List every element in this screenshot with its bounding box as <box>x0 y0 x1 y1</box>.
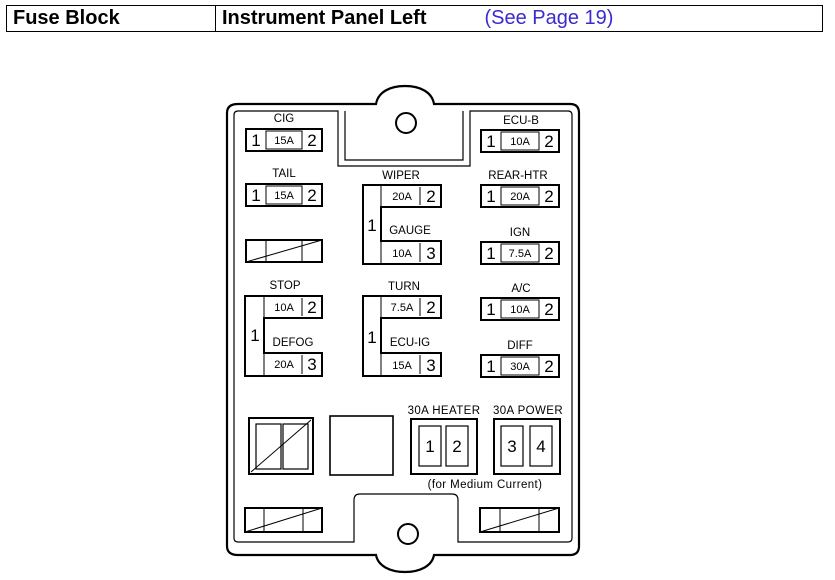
fuse-amperage: 20A <box>274 359 294 371</box>
fuse-amperage: 15A <box>274 190 294 202</box>
top-mounting-hole <box>395 112 417 134</box>
pin-number: 2 <box>544 357 553 376</box>
pin-number: 3 <box>507 437 516 456</box>
pin-number: 2 <box>544 300 553 319</box>
fuse-block-outline <box>225 84 581 574</box>
pin-number: 2 <box>426 298 435 317</box>
fuse-label: ECU-B <box>503 115 539 127</box>
empty-relay-slot <box>248 417 314 475</box>
blank-slot <box>329 415 394 476</box>
fuse-amperage: 10A <box>392 248 412 260</box>
pin-number: 1 <box>486 132 495 151</box>
fuse-30a-heater[interactable]: 30A HEATER 1 2 <box>408 405 481 475</box>
fuse-label: A/C <box>511 283 530 295</box>
pin-number: 3 <box>426 356 435 375</box>
pin-number: 2 <box>426 187 435 206</box>
pin-number: 2 <box>307 298 316 317</box>
pin-number: 1 <box>250 326 259 345</box>
fuse-label-stop: STOP <box>269 280 300 292</box>
pin-number: 1 <box>486 300 495 319</box>
fuse-amperage: 10A <box>510 136 530 148</box>
pin-number: 1 <box>486 244 495 263</box>
fuse-ign[interactable]: IGN 1 7.5A 2 <box>480 227 560 265</box>
fuse-ecu-b[interactable]: ECU-B 1 10A 2 <box>480 115 560 153</box>
page-reference-link[interactable]: (See Page 19) <box>484 7 614 29</box>
component-title: Fuse Block <box>7 6 216 31</box>
fuse-label-defog: DEFOG <box>273 337 314 349</box>
bottom-mounting-hole <box>397 523 419 545</box>
fuse-label: 30A HEATER <box>408 405 481 417</box>
fuse-label-ecu-ig: ECU-IG <box>390 337 430 349</box>
fuse-wiper-gauge[interactable]: WIPER 1 20A 2 GAUGE 10A 3 <box>362 170 442 265</box>
pin-number: 1 <box>486 357 495 376</box>
empty-fuse-slot <box>479 507 560 533</box>
pin-number: 1 <box>251 131 260 150</box>
fuse-label: CIG <box>274 113 295 125</box>
pin-number: 2 <box>544 244 553 263</box>
fuse-amperage: 20A <box>510 191 530 203</box>
fuse-tail[interactable]: TAIL 1 15A 2 <box>245 168 323 207</box>
fuse-rear-htr[interactable]: REAR-HTR 1 20A 2 <box>480 170 560 208</box>
fuse-block-inner-outline <box>233 110 573 543</box>
fuse-label: TAIL <box>272 168 296 180</box>
medium-current-note: (for Medium Current) <box>428 479 543 491</box>
pin-number: 1 <box>367 328 376 347</box>
fuse-amperage: 20A <box>392 191 412 203</box>
fuse-stop-defog[interactable]: STOP 1 10A 2 DEFOG 20A 3 <box>244 280 323 377</box>
pin-number: 1 <box>367 216 376 235</box>
fuse-label: 30A POWER <box>493 405 563 417</box>
header-table: Fuse Block Instrument Panel Left (See Pag… <box>6 5 823 32</box>
fuse-amperage: 10A <box>510 304 530 316</box>
fuse-label: REAR-HTR <box>488 170 547 182</box>
fuse-amperage: 15A <box>392 360 412 372</box>
empty-fuse-slot <box>245 239 323 263</box>
pin-number: 2 <box>544 132 553 151</box>
pin-number: 2 <box>307 131 316 150</box>
pin-number: 1 <box>425 437 434 456</box>
pin-number: 1 <box>486 187 495 206</box>
fuse-amperage: 10A <box>274 302 294 314</box>
fuse-label-wiper: WIPER <box>382 170 420 182</box>
fuse-label: DIFF <box>507 340 533 352</box>
pin-number: 4 <box>536 437 545 456</box>
pin-number: 3 <box>426 244 435 263</box>
pin-number: 1 <box>251 186 260 205</box>
fuse-label-turn: TURN <box>388 281 420 293</box>
fuse-label: IGN <box>510 227 530 239</box>
fuse-30a-power[interactable]: 30A POWER 3 4 <box>493 405 563 475</box>
fuse-ac[interactable]: A/C 1 10A 2 <box>480 283 560 321</box>
fuse-amperage: 7.5A <box>509 248 532 260</box>
pin-number: 2 <box>544 187 553 206</box>
location-title: Instrument Panel Left <box>222 7 427 29</box>
fuse-diff[interactable]: DIFF 1 30A 2 <box>480 340 560 378</box>
location-cell: Instrument Panel Left (See Page 19) <box>216 6 822 31</box>
fuse-turn-ecu-ig[interactable]: TURN 1 7.5A 2 ECU-IG 15A 3 <box>362 281 442 377</box>
fuse-amperage: 7.5A <box>391 302 414 314</box>
pin-number: 2 <box>452 437 461 456</box>
empty-fuse-slot <box>244 507 323 533</box>
fuse-amperage: 30A <box>510 361 530 373</box>
top-notch-panel <box>344 111 464 161</box>
fuse-amperage: 15A <box>274 135 294 147</box>
fuse-label-gauge: GAUGE <box>389 225 431 237</box>
pin-number: 3 <box>307 355 316 374</box>
pin-number: 2 <box>307 186 316 205</box>
fuse-cig[interactable]: CIG 1 15A 2 <box>245 113 323 152</box>
